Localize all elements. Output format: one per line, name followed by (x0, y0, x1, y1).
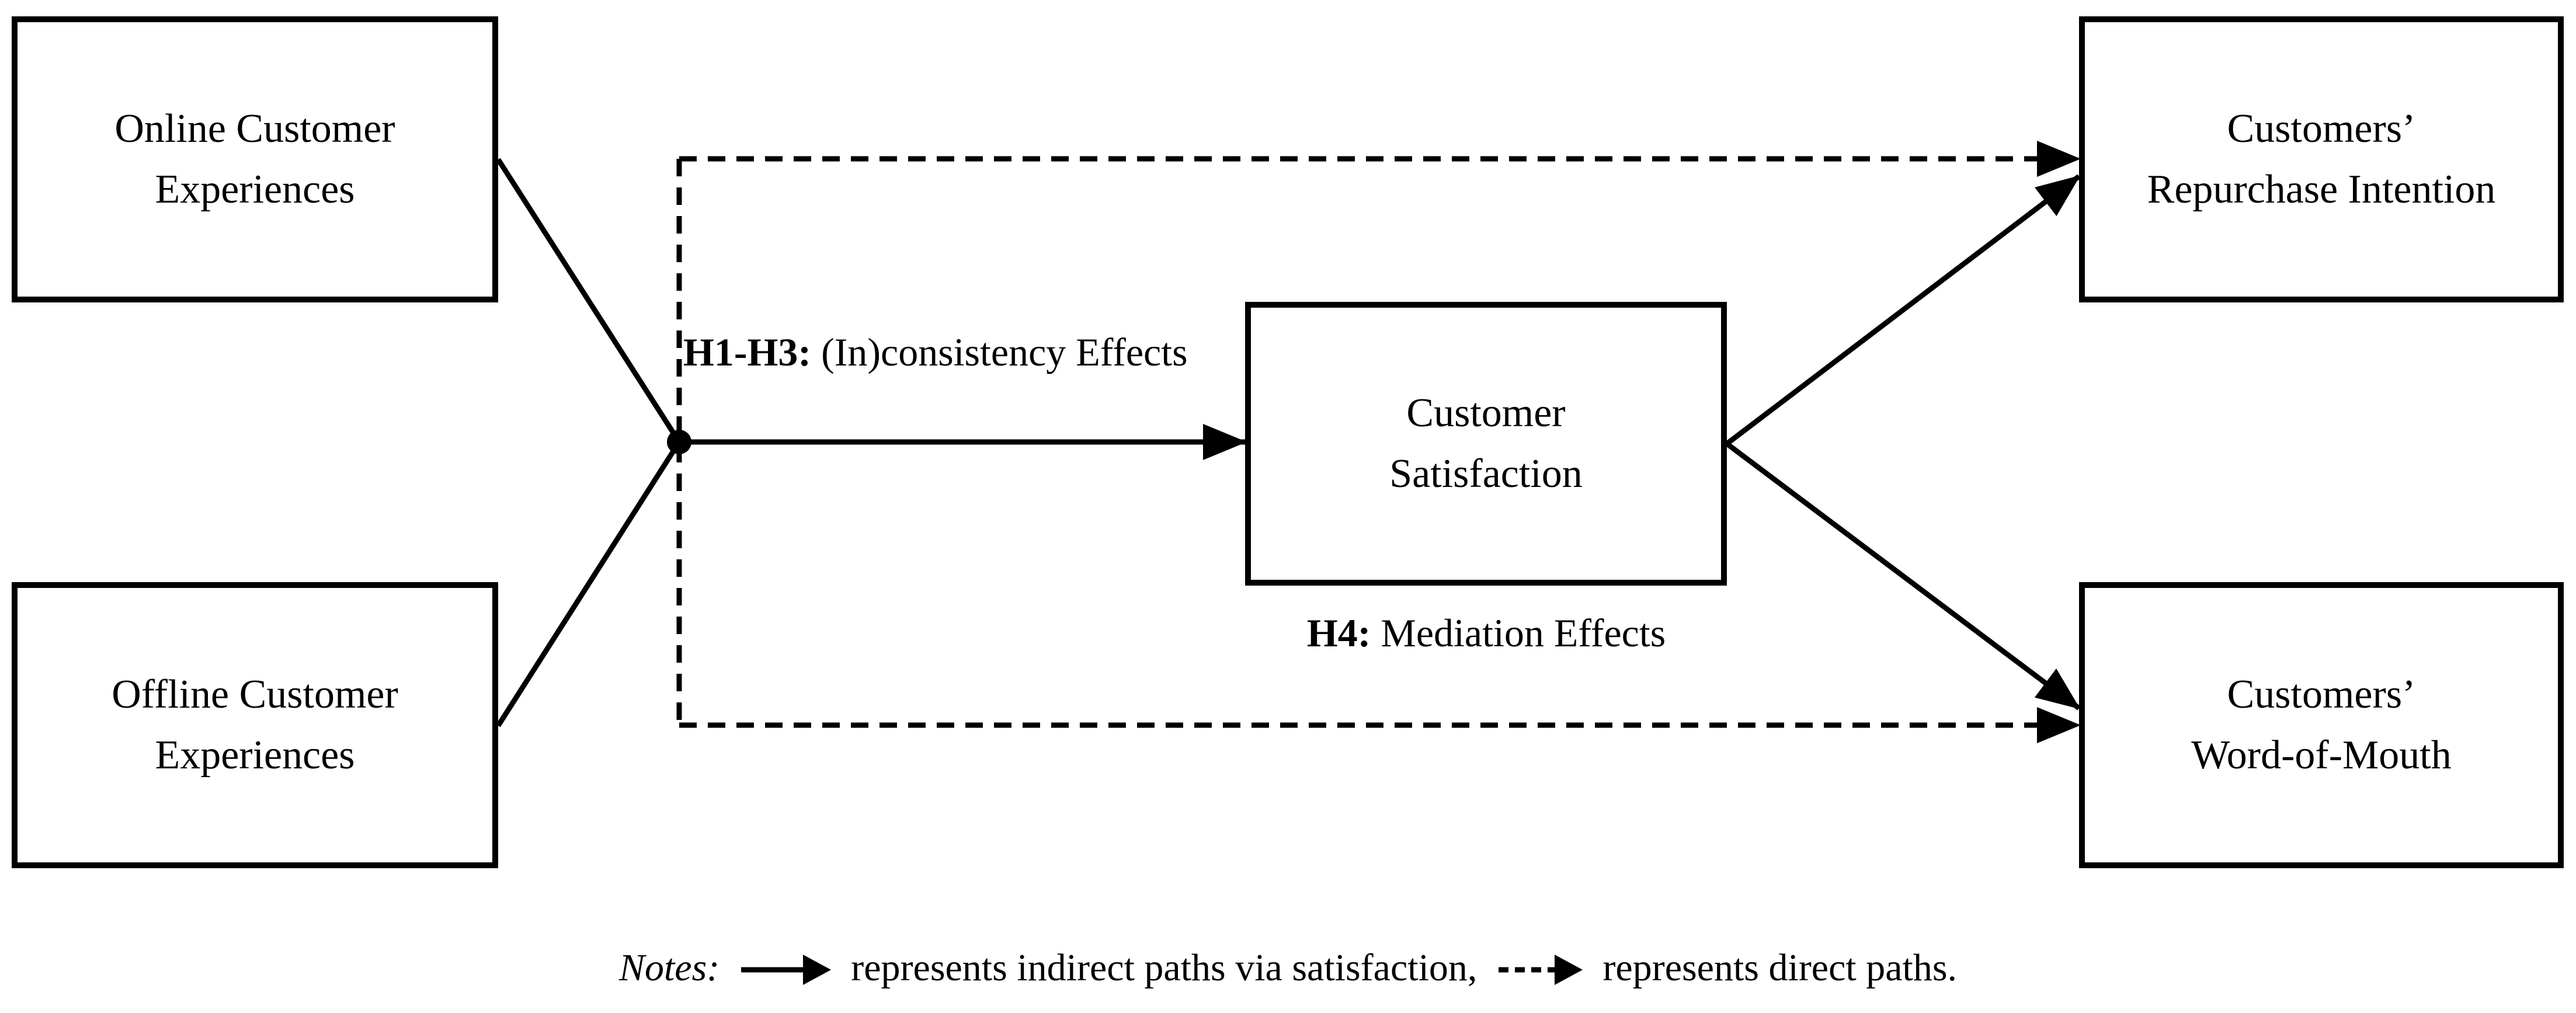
node-label-line: Customer (1406, 391, 1566, 436)
label-h4-mediation-effects: H4: Mediation Effects (1223, 606, 1749, 660)
notes-direct-text: represents direct paths. (1602, 946, 1958, 989)
node-customers-word-of-mouth: Customers’ Word-of-Mouth (2079, 582, 2564, 868)
junction-dot (667, 430, 691, 454)
node-customer-satisfaction: Customer Satisfaction (1245, 302, 1727, 586)
h1-h3-text: (In)consistency Effects (821, 330, 1188, 374)
h1-h3-prefix: H1-H3: (683, 330, 812, 374)
label-h1-h3-inconsistency-effects: H1-H3: (In)consistency Effects (683, 325, 1188, 379)
node-label-line: Experiences (155, 167, 355, 212)
notes-label: Notes: (618, 946, 720, 989)
node-label-line: Customers’ (2227, 672, 2416, 717)
node-online-customer-experiences: Online Customer Experiences (12, 16, 498, 302)
h4-prefix: H4: (1306, 611, 1371, 655)
node-offline-customer-experiences: Offline Customer Experiences (12, 582, 498, 868)
solid-arrow-icon (741, 955, 831, 985)
node-customers-repurchase-intention: Customers’ Repurchase Intention (2079, 16, 2564, 302)
satisfaction-to-wom-arrow (1725, 441, 2081, 711)
node-label-line: Online Customer (114, 106, 395, 151)
node-label-line: Satisfaction (1389, 451, 1583, 496)
online-to-junction-line (496, 158, 682, 444)
node-label-line: Word-of-Mouth (2191, 733, 2452, 778)
offline-to-junction-line (496, 440, 682, 727)
node-label-line: Customers’ (2227, 106, 2416, 151)
node-label-line: Experiences (155, 733, 355, 778)
h4-text: Mediation Effects (1371, 611, 1666, 655)
notes-legend: Notes: represents indirect paths via sat… (0, 939, 2576, 997)
dashed-arrow-icon (1498, 955, 1583, 985)
satisfaction-to-repurchase-arrow (1725, 174, 2081, 446)
node-label-line: Repurchase Intention (2147, 167, 2496, 212)
notes-indirect-text: represents indirect paths via satisfacti… (851, 946, 1478, 989)
node-label-line: Offline Customer (112, 672, 398, 717)
